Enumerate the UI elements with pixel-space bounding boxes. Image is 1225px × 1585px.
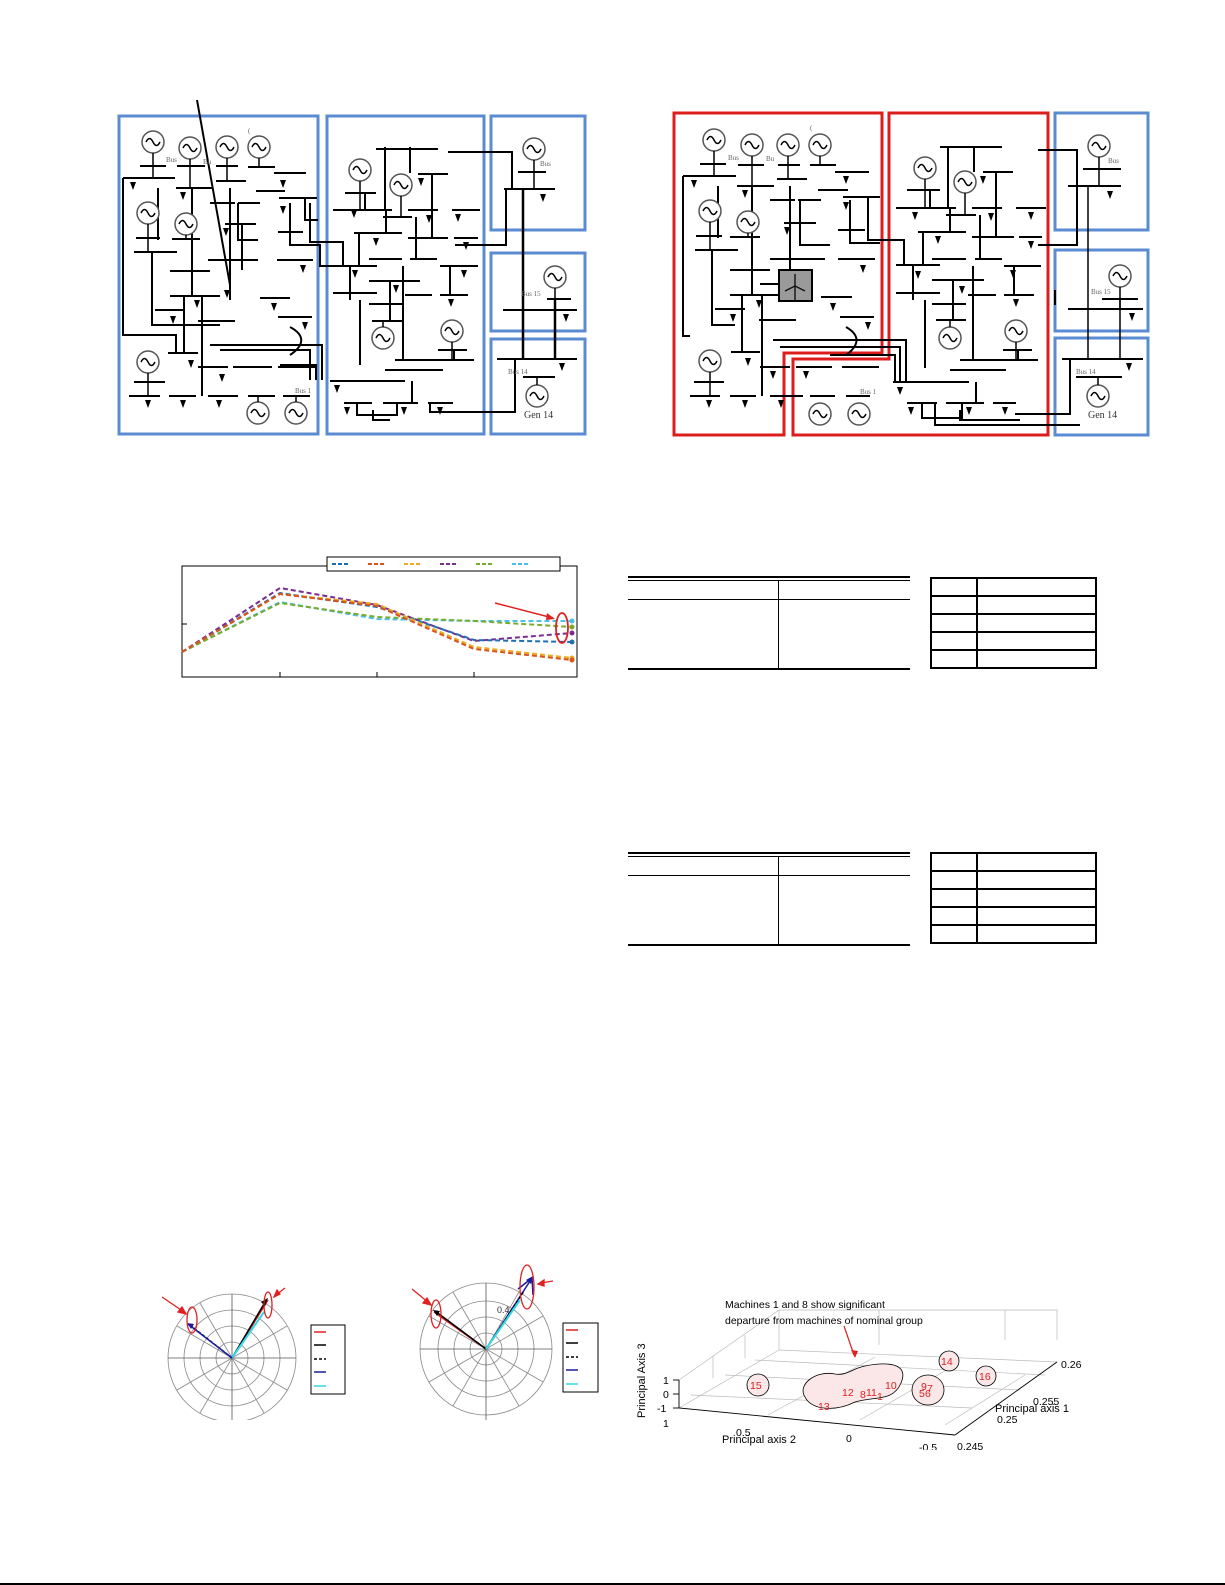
table-2 [930,577,1097,669]
table-4 [930,852,1097,944]
annotation-arrow [843,1325,858,1358]
point-label: 5 [919,1388,925,1400]
y-axis-label: Principal axis 2 [722,1434,796,1446]
pca-3d-scatter: 1 0 -1 1 0.5 0 -0.5 0.26 0.255 0.25 0.24… [625,1290,1105,1450]
3d-axes [673,1361,1058,1436]
y-tick: 1 [663,1418,669,1430]
polar-plot-right: 0.4 [390,1245,610,1420]
legend [310,1324,346,1395]
sine-glyphs [702,135,1128,419]
bus-labels: Bus Bu ( Bus Bus 15 Bus 14 Bus 1 [166,127,551,395]
point-label: 11 [866,1387,877,1399]
gen-14-label: Gen 14 [1088,410,1117,421]
bus-lines [122,100,577,421]
y-tick: 0.5 [736,1427,751,1439]
z-tick: 1 [663,1375,669,1387]
x-tick: 0.245 [957,1441,983,1450]
table-3 [628,852,910,947]
bus-label: Bus 14 [1076,368,1096,376]
bus-label: Bus [728,154,739,162]
point-label: 12 [842,1387,854,1399]
wind-turbine-icon [778,269,813,302]
page-footer-rule [0,1583,1225,1585]
bus-label: Bus 14 [508,368,528,376]
x-tick: 0.25 [997,1414,1018,1426]
bus-label: Bus 1 [295,387,312,395]
z-tick: -1 [657,1403,666,1415]
bus-label: Bu [766,155,775,163]
axis-ticks [182,623,475,677]
grid-diagram-right: Bus Bu ( Bus Bus 15 Bus 14 Bus 1 Gen 14 [660,100,1150,445]
area-boundaries [117,114,587,436]
bus-lines [682,146,1143,426]
line-chart [170,550,580,680]
bus-label: Bus 15 [521,290,541,298]
point-label: 7 [927,1383,933,1395]
point-label: 16 [979,1371,991,1383]
point-label: 14 [941,1356,953,1368]
x-axis-label: Principal axis 1 [995,1403,1069,1415]
bus-label: Bu [203,158,212,166]
point-label: 13 [818,1401,830,1413]
gen-14-label: Gen 14 [524,410,553,421]
annotation-ellipses [161,1287,286,1334]
area-boundaries [672,111,1150,437]
bus-label: ( [810,124,813,132]
point-label: 9 [921,1381,927,1393]
polar-grid [419,1282,553,1420]
generator-stems [709,151,1121,396]
generator-icons [698,128,1132,426]
bus-label: Bus 1 [860,388,877,396]
machine-labels: 15 12 13 8 11 1 10 14 16 9 7 5 6 [750,1356,991,1413]
load-arrows [130,178,569,415]
annotation-line-2: departure from machines of nominal group [725,1315,923,1327]
table-1 [628,576,910,671]
point-label: 8 [860,1389,866,1401]
series-markers [569,618,575,663]
bus-labels: Bus Bu ( Bus Bus 15 Bus 14 Bus 1 [728,124,1119,396]
point-label: 1 [877,1391,883,1403]
polar-tick-label: 0.4 [497,1305,510,1315]
phasor-arrows [187,1298,269,1359]
z-axis-label: Principal Axis 3 [636,1343,648,1418]
bus-label: ( [248,127,251,135]
annotation-ellipses [411,1264,554,1329]
annotation-line-1: Machines 1 and 8 show significant [725,1299,885,1311]
series-lines [181,586,573,661]
legend [562,1322,599,1393]
annotation-arrow [494,602,569,644]
x-tick: 0.26 [1061,1359,1082,1371]
legend [326,556,561,572]
cluster-shapes [746,1350,997,1409]
bus-label: Bus 15 [1091,288,1111,296]
polar-plot-left [140,1260,360,1420]
bus-label: Bus [166,156,177,164]
phasor-arrows [433,1276,534,1350]
y-tick: -0.5 [919,1442,937,1450]
load-arrows [691,176,1135,415]
generator-stems [147,153,556,402]
axis-ticks: 1 0 -1 1 0.5 0 -0.5 0.26 0.255 0.25 0.24… [657,1359,1082,1450]
sine-glyphs [140,137,563,418]
bus-label: Bus [540,160,551,168]
x-tick: 0.255 [1033,1396,1059,1408]
y-tick: 0 [846,1433,852,1445]
grid-diagram-left: Bus Bu ( Bus Bus 15 Bus 14 Bus 1 Gen 14 [110,100,590,445]
point-label: 15 [750,1380,762,1392]
point-label: 10 [885,1380,897,1392]
point-label: 6 [925,1388,931,1400]
z-tick: 0 [663,1389,669,1401]
bus-label: Bus [1108,157,1119,165]
